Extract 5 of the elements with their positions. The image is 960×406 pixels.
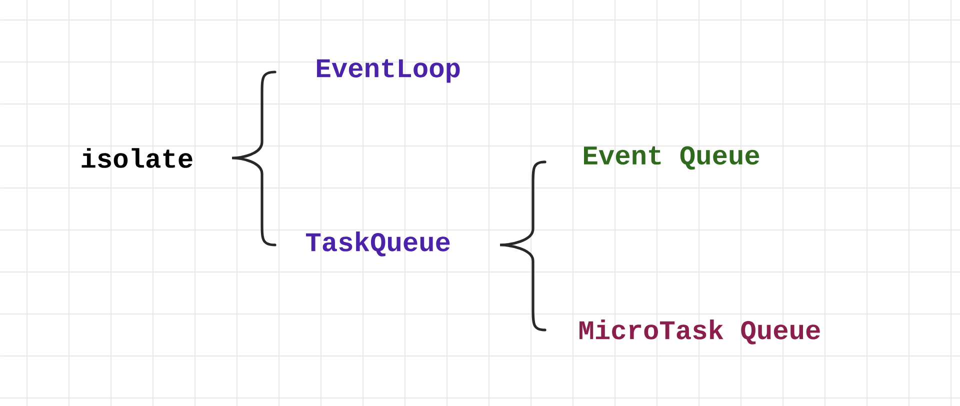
label-text: EventLoop: [317, 59, 460, 83]
label-text: Event Queue: [584, 146, 760, 170]
label-text: TaskQueue: [306, 232, 450, 256]
label-text: isolate: [82, 148, 192, 168]
label-text: MicroTask Queue: [580, 320, 820, 344]
